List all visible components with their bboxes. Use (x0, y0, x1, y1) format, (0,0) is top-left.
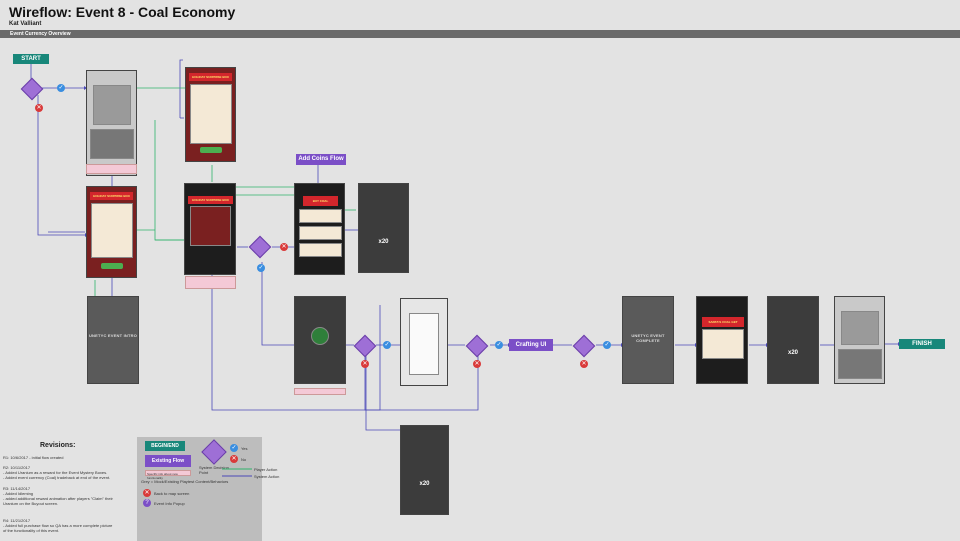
rev-r4-head: R4: 11/21/2017 (3, 518, 31, 523)
note-purchase (185, 276, 236, 289)
section-bar: Event Currency Overview (0, 30, 960, 38)
screen-home-map (86, 70, 137, 176)
screen-extra-reward: x20 (400, 425, 449, 515)
reveal-art (311, 327, 329, 345)
rev-r3-b: - added additional reward animation afte… (3, 496, 113, 501)
legend-panel (137, 437, 262, 541)
no-icon: ✕ (230, 455, 238, 463)
note-reveal (294, 388, 346, 395)
buy-button[interactable] (101, 263, 123, 269)
rev-r2-b: - Added event currency (Coal) tradeback … (3, 475, 111, 480)
revisions-panel (0, 437, 135, 541)
finish-node: FINISH (899, 339, 945, 349)
rev-r3-c: Uranium on the Buyout screen. (3, 501, 59, 506)
coal-get-header: SANTA'S COAL GET (702, 317, 744, 327)
legend-diamond-label: System Decision Point (199, 465, 229, 475)
buy-coal-header: BUY COAL (303, 196, 338, 206)
craft-grid (409, 313, 439, 375)
holiday-box-header: HOLIDAY SURPRISE BOX (188, 196, 233, 204)
rev-r4-b: of the functionality of this event. (3, 528, 60, 533)
rev-r3-a: - Added Idleming (3, 491, 34, 496)
screen-buy-coal: BUY COAL (294, 183, 345, 275)
legend-no: No (241, 457, 247, 462)
legend-system-action: System Action (254, 474, 280, 479)
coal-pack-1[interactable] (299, 209, 342, 223)
screen-holiday-box-info: HOLIDAY SURPRISE BOX (185, 67, 236, 162)
rev-r2-a: - Added Uranium as a reward for the Even… (3, 470, 108, 475)
rev-r4-a: - Added full purchase flow so QA has a m… (3, 523, 113, 528)
screen-event-complete: UNETYC EVENT COMPLETE (622, 296, 674, 384)
yes-icon: ✓ (257, 264, 265, 272)
yes-icon: ✓ (495, 341, 503, 349)
revisions-title: Revisions: (40, 442, 76, 449)
add-coins-flow: Add Coins Flow (296, 154, 346, 165)
legend-gray-note: Grey = Mock/Existing Playtest Content/Be… (141, 479, 229, 484)
claim-button[interactable] (200, 147, 222, 153)
no-icon: ✕ (280, 243, 288, 251)
rev-r2-head: R2: 10/11/2017 (3, 465, 31, 470)
yes-icon: ✓ (57, 84, 65, 92)
yes-icon: ✓ (383, 341, 391, 349)
map-building (841, 311, 879, 345)
rev-r1: R1: 10/6/2017 - initial flow created (3, 455, 64, 460)
crafting-ui-flow: Crafting UI (509, 339, 553, 351)
yes-icon: ✓ (230, 444, 238, 452)
reward-count: x20 (787, 350, 798, 357)
page-title: Wireflow: Event 8 - Coal Economy (9, 4, 236, 20)
event-complete-text: UNETYC EVENT COMPLETE (631, 333, 665, 344)
note-home-map (86, 164, 137, 174)
legend-event-info: Event Info Popup (154, 501, 185, 506)
screen-box-reveal (294, 296, 346, 384)
screen-purchase-box: HOLIDAY SURPRISE BOX (184, 183, 236, 275)
rev-r3-head: R3: 11/14/2017 (3, 486, 31, 491)
screen-coal-reward: x20 (358, 183, 409, 273)
screen-event-intro: UNETYC EVENT INTRO (87, 296, 139, 384)
legend-begin-end: BEGIN/END (145, 441, 185, 451)
author-name: Kat Valliant (9, 21, 42, 27)
no-icon: ✕ (473, 360, 481, 368)
legend-lines (222, 468, 252, 477)
yes-icon: ✓ (603, 341, 611, 349)
box-art (190, 206, 231, 246)
start-node: START (13, 54, 49, 64)
reward-count: x20 (378, 238, 389, 245)
screen-uranium-reward: x20 (767, 296, 819, 384)
section-title: Event Currency Overview (10, 31, 71, 37)
legend-player-action: Player Action (254, 467, 278, 472)
reward-count: x20 (419, 480, 430, 487)
map-building (93, 85, 131, 125)
reward-panel (190, 84, 232, 144)
no-icon: ✕ (580, 360, 588, 368)
coal-pack-2[interactable] (299, 226, 342, 240)
screen-coal-get: SANTA'S COAL GET (696, 296, 748, 384)
no-icon: ✕ (35, 104, 43, 112)
legend-back-to-map: Back to map screen (154, 491, 190, 496)
map-ground (838, 349, 882, 379)
no-icon: ✕ (361, 360, 369, 368)
map-ground (90, 129, 134, 159)
holiday-box-header: HOLIDAY SURPRISE BOX (90, 192, 133, 200)
reward-panel (91, 203, 133, 258)
legend-pink-note: Specific info about new functionality (145, 470, 191, 480)
line-decision-to-box (37, 95, 85, 236)
legend-existing-flow: Existing Flow (145, 455, 191, 467)
legend-yes: Yes (241, 446, 248, 451)
screen-crafting (400, 298, 448, 386)
coal-pack-3[interactable] (299, 243, 342, 257)
back-to-map-icon: ✕ (143, 489, 151, 497)
holiday-box-header: HOLIDAY SURPRISE BOX (189, 73, 232, 81)
screen-holiday-box-offer: HOLIDAY SURPRISE BOX (86, 186, 137, 278)
event-intro-text: UNETYC EVENT INTRO (88, 333, 138, 339)
event-info-icon: ? (143, 499, 151, 507)
coal-get-panel (702, 329, 744, 359)
screen-final-map (834, 296, 885, 384)
